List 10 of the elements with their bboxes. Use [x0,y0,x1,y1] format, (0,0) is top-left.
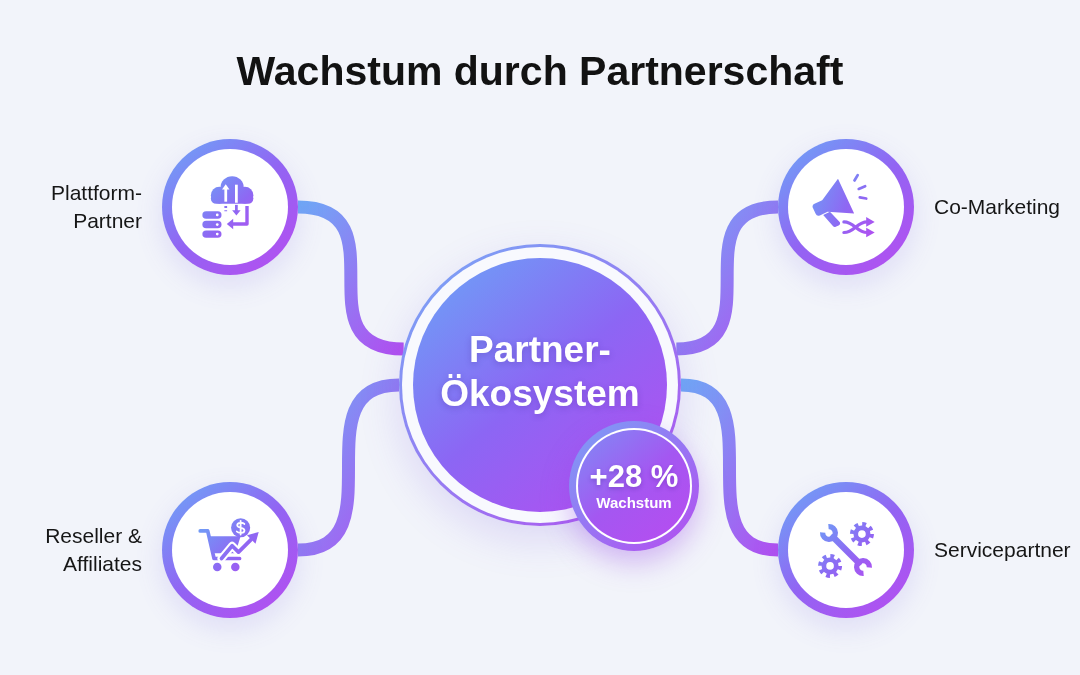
title: Wachstum durch Partnerschaft [236,47,844,96]
partner-label: Servicepartner [934,537,1071,563]
badge-value: +28 % [589,460,679,494]
partner-label: Plattform-Partner [50,180,142,234]
connector [297,200,405,356]
partner-label: Reseller & Affiliates [44,523,142,577]
connector [297,378,400,557]
hub-label: Partner-Ökosystem [439,328,641,416]
badge-caption: Wachstum [596,494,672,512]
partner-label: Co-Marketing [934,194,1061,220]
